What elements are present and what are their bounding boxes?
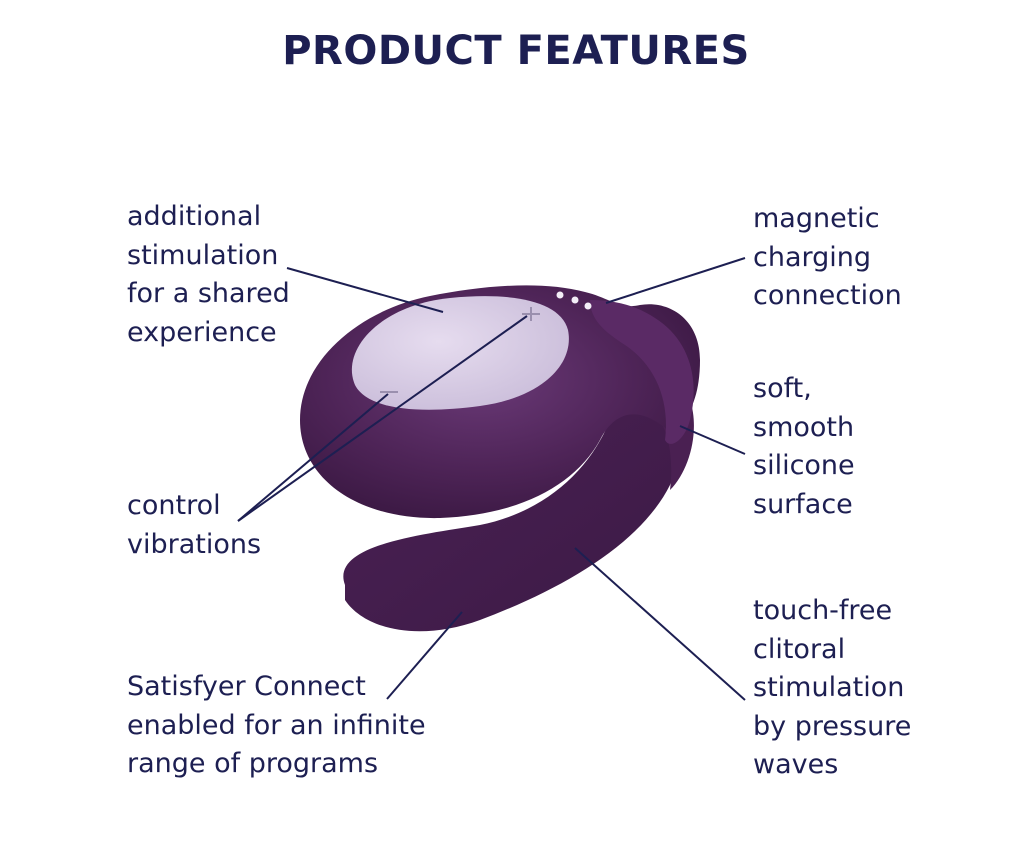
plus-button-icon xyxy=(522,307,540,321)
leader-line-shared xyxy=(286,267,444,313)
leader-line-control-plus xyxy=(237,315,528,522)
page-title: PRODUCT FEATURES xyxy=(282,28,750,74)
leader-line-magnetic xyxy=(605,257,746,304)
charging-contacts-icon xyxy=(556,291,592,310)
feature-label-magnetic-charging: magnetic charging connection xyxy=(753,203,902,311)
product-lower-arm xyxy=(343,384,681,632)
feature-label-satisfyer-connect: Satisfyer Connect enabled for an infinit… xyxy=(127,671,426,779)
feature-label-silicone-surface: soft, smooth silicone surface xyxy=(753,373,855,520)
leader-line-connect xyxy=(386,611,463,700)
leader-lines xyxy=(237,257,746,701)
feature-label-shared-experience: additional stimulation for a shared expe… xyxy=(127,201,290,348)
leader-line-touchfree xyxy=(574,547,746,701)
product-right-joint xyxy=(590,300,694,444)
leader-line-soft xyxy=(679,425,746,455)
feature-label-control-vibrations: control vibrations xyxy=(127,490,262,560)
leader-line-control-minus xyxy=(237,393,389,522)
feature-label-touch-free: touch-free clitoral stimulation by press… xyxy=(753,595,912,780)
